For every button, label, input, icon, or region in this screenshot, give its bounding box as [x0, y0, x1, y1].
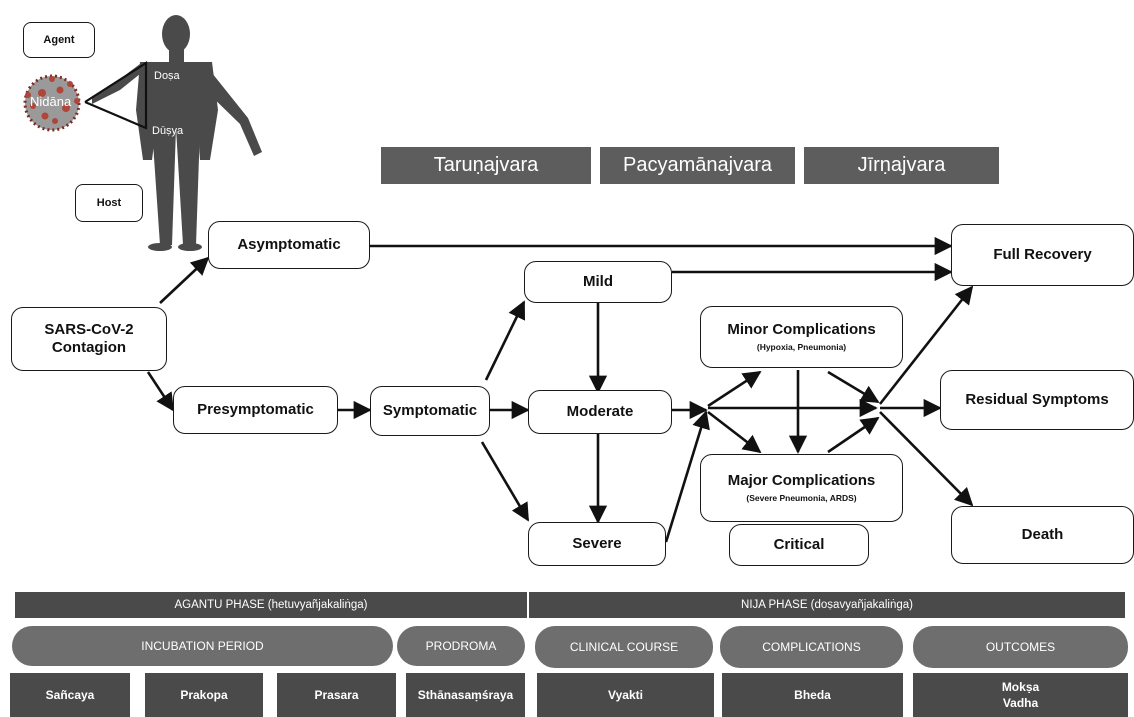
stage-prasara: Prasara — [277, 673, 396, 717]
node-presymptomatic: Presymptomatic — [173, 386, 338, 434]
node-critical-label: Critical — [773, 536, 825, 553]
phase-pacyamana: Pacyamānajvara — [600, 147, 795, 184]
node-residual-symptoms-label: Residual Symptoms — [965, 391, 1109, 408]
arrow-hub-major — [707, 410, 762, 454]
major-complications-subtitle: (Severe Pneumonia, ARDS) — [746, 493, 857, 504]
minor-complications-title: Minor Complications — [727, 321, 876, 339]
dusya-label: Dūṣya — [152, 125, 184, 137]
arrow-symptomatic-severe — [480, 441, 530, 522]
node-moderate-label: Moderate — [566, 403, 634, 420]
clinical-course-pill: CLINICAL COURSE — [535, 626, 713, 668]
node-symptomatic: Symptomatic — [370, 386, 490, 436]
arrow-sars-asymptomatic — [159, 256, 210, 304]
node-full-recovery-label: Full Recovery — [993, 246, 1092, 263]
node-asymptomatic-label: Asymptomatic — [237, 236, 341, 253]
stage-prakopa: Prakopa — [145, 673, 263, 717]
node-residual-symptoms: Residual Symptoms — [940, 370, 1134, 430]
stage-sthanasamsraya: Sthānasaṃśraya — [406, 673, 525, 717]
node-severe-label: Severe — [572, 535, 622, 552]
arrow-minor-hub2 — [827, 370, 880, 404]
node-critical: Critical — [729, 524, 869, 566]
complications-pill: COMPLICATIONS — [720, 626, 903, 668]
node-mild: Mild — [524, 261, 672, 303]
node-full-recovery: Full Recovery — [951, 224, 1134, 286]
stage-vyakti: Vyakti — [537, 673, 714, 717]
stage-sancaya: Sañcaya — [10, 673, 130, 717]
node-mild-label: Mild — [583, 273, 613, 290]
stage-bheda: Bheda — [722, 673, 903, 717]
node-minor-complications: Minor Complications (Hypoxia, Pneumonia) — [700, 306, 903, 368]
arrow-hub2-death — [879, 411, 974, 507]
node-death: Death — [951, 506, 1134, 564]
arrow-sars-presymptomatic — [146, 371, 175, 412]
incubation-period-pill: INCUBATION PERIOD — [12, 626, 393, 666]
stage-moksa-label: Mokṣa — [1001, 680, 1040, 694]
arrow-major-hub2 — [827, 416, 880, 454]
node-sars-label: SARS-CoV-2 Contagion — [44, 321, 134, 356]
stage-vadha-label: Vadha — [1002, 696, 1039, 710]
agantu-phase-bar: AGANTU PHASE (hetuvyañjakaliṅga) — [15, 592, 527, 618]
virus-icon — [23, 74, 81, 132]
arrow-symptomatic-mild — [484, 300, 526, 381]
tri-doshic-triangle-icon — [84, 60, 148, 130]
node-symptomatic-label: Symptomatic — [382, 402, 478, 419]
nija-phase-bar: NIJA PHASE (doṣavyañjakaliṅga) — [529, 592, 1125, 618]
minor-complications-subtitle: (Hypoxia, Pneumonia) — [756, 342, 847, 353]
arrow-hub-minor — [707, 370, 762, 408]
stage-moksa-vadha: Mokṣa Vadha — [913, 673, 1128, 717]
arrow-severe-hub — [664, 410, 710, 543]
major-complications-title: Major Complications — [727, 472, 876, 490]
node-major-complications: Major Complications (Severe Pneumonia, A… — [700, 454, 903, 522]
host-label: Host — [75, 184, 143, 222]
phase-taruna: Taruṇajvara — [381, 147, 591, 184]
agent-label: Agent — [23, 22, 95, 58]
node-severe: Severe — [528, 522, 666, 566]
node-asymptomatic: Asymptomatic — [208, 221, 370, 269]
dosa-label: Doṣa — [154, 70, 181, 82]
nidana-label: Nidāna — [30, 94, 72, 109]
human-body-icon — [92, 15, 262, 251]
phase-jirna: Jīrṇajvara — [804, 147, 999, 184]
node-death-label: Death — [1021, 526, 1064, 543]
arrow-hub2-recovery — [878, 285, 974, 405]
node-sars-cov-2-contagion: SARS-CoV-2 Contagion — [11, 307, 167, 371]
outcomes-pill: OUTCOMES — [913, 626, 1128, 668]
node-moderate: Moderate — [528, 390, 672, 434]
node-presymptomatic-label: Presymptomatic — [197, 401, 314, 418]
prodroma-pill: PRODROMA — [397, 626, 525, 666]
